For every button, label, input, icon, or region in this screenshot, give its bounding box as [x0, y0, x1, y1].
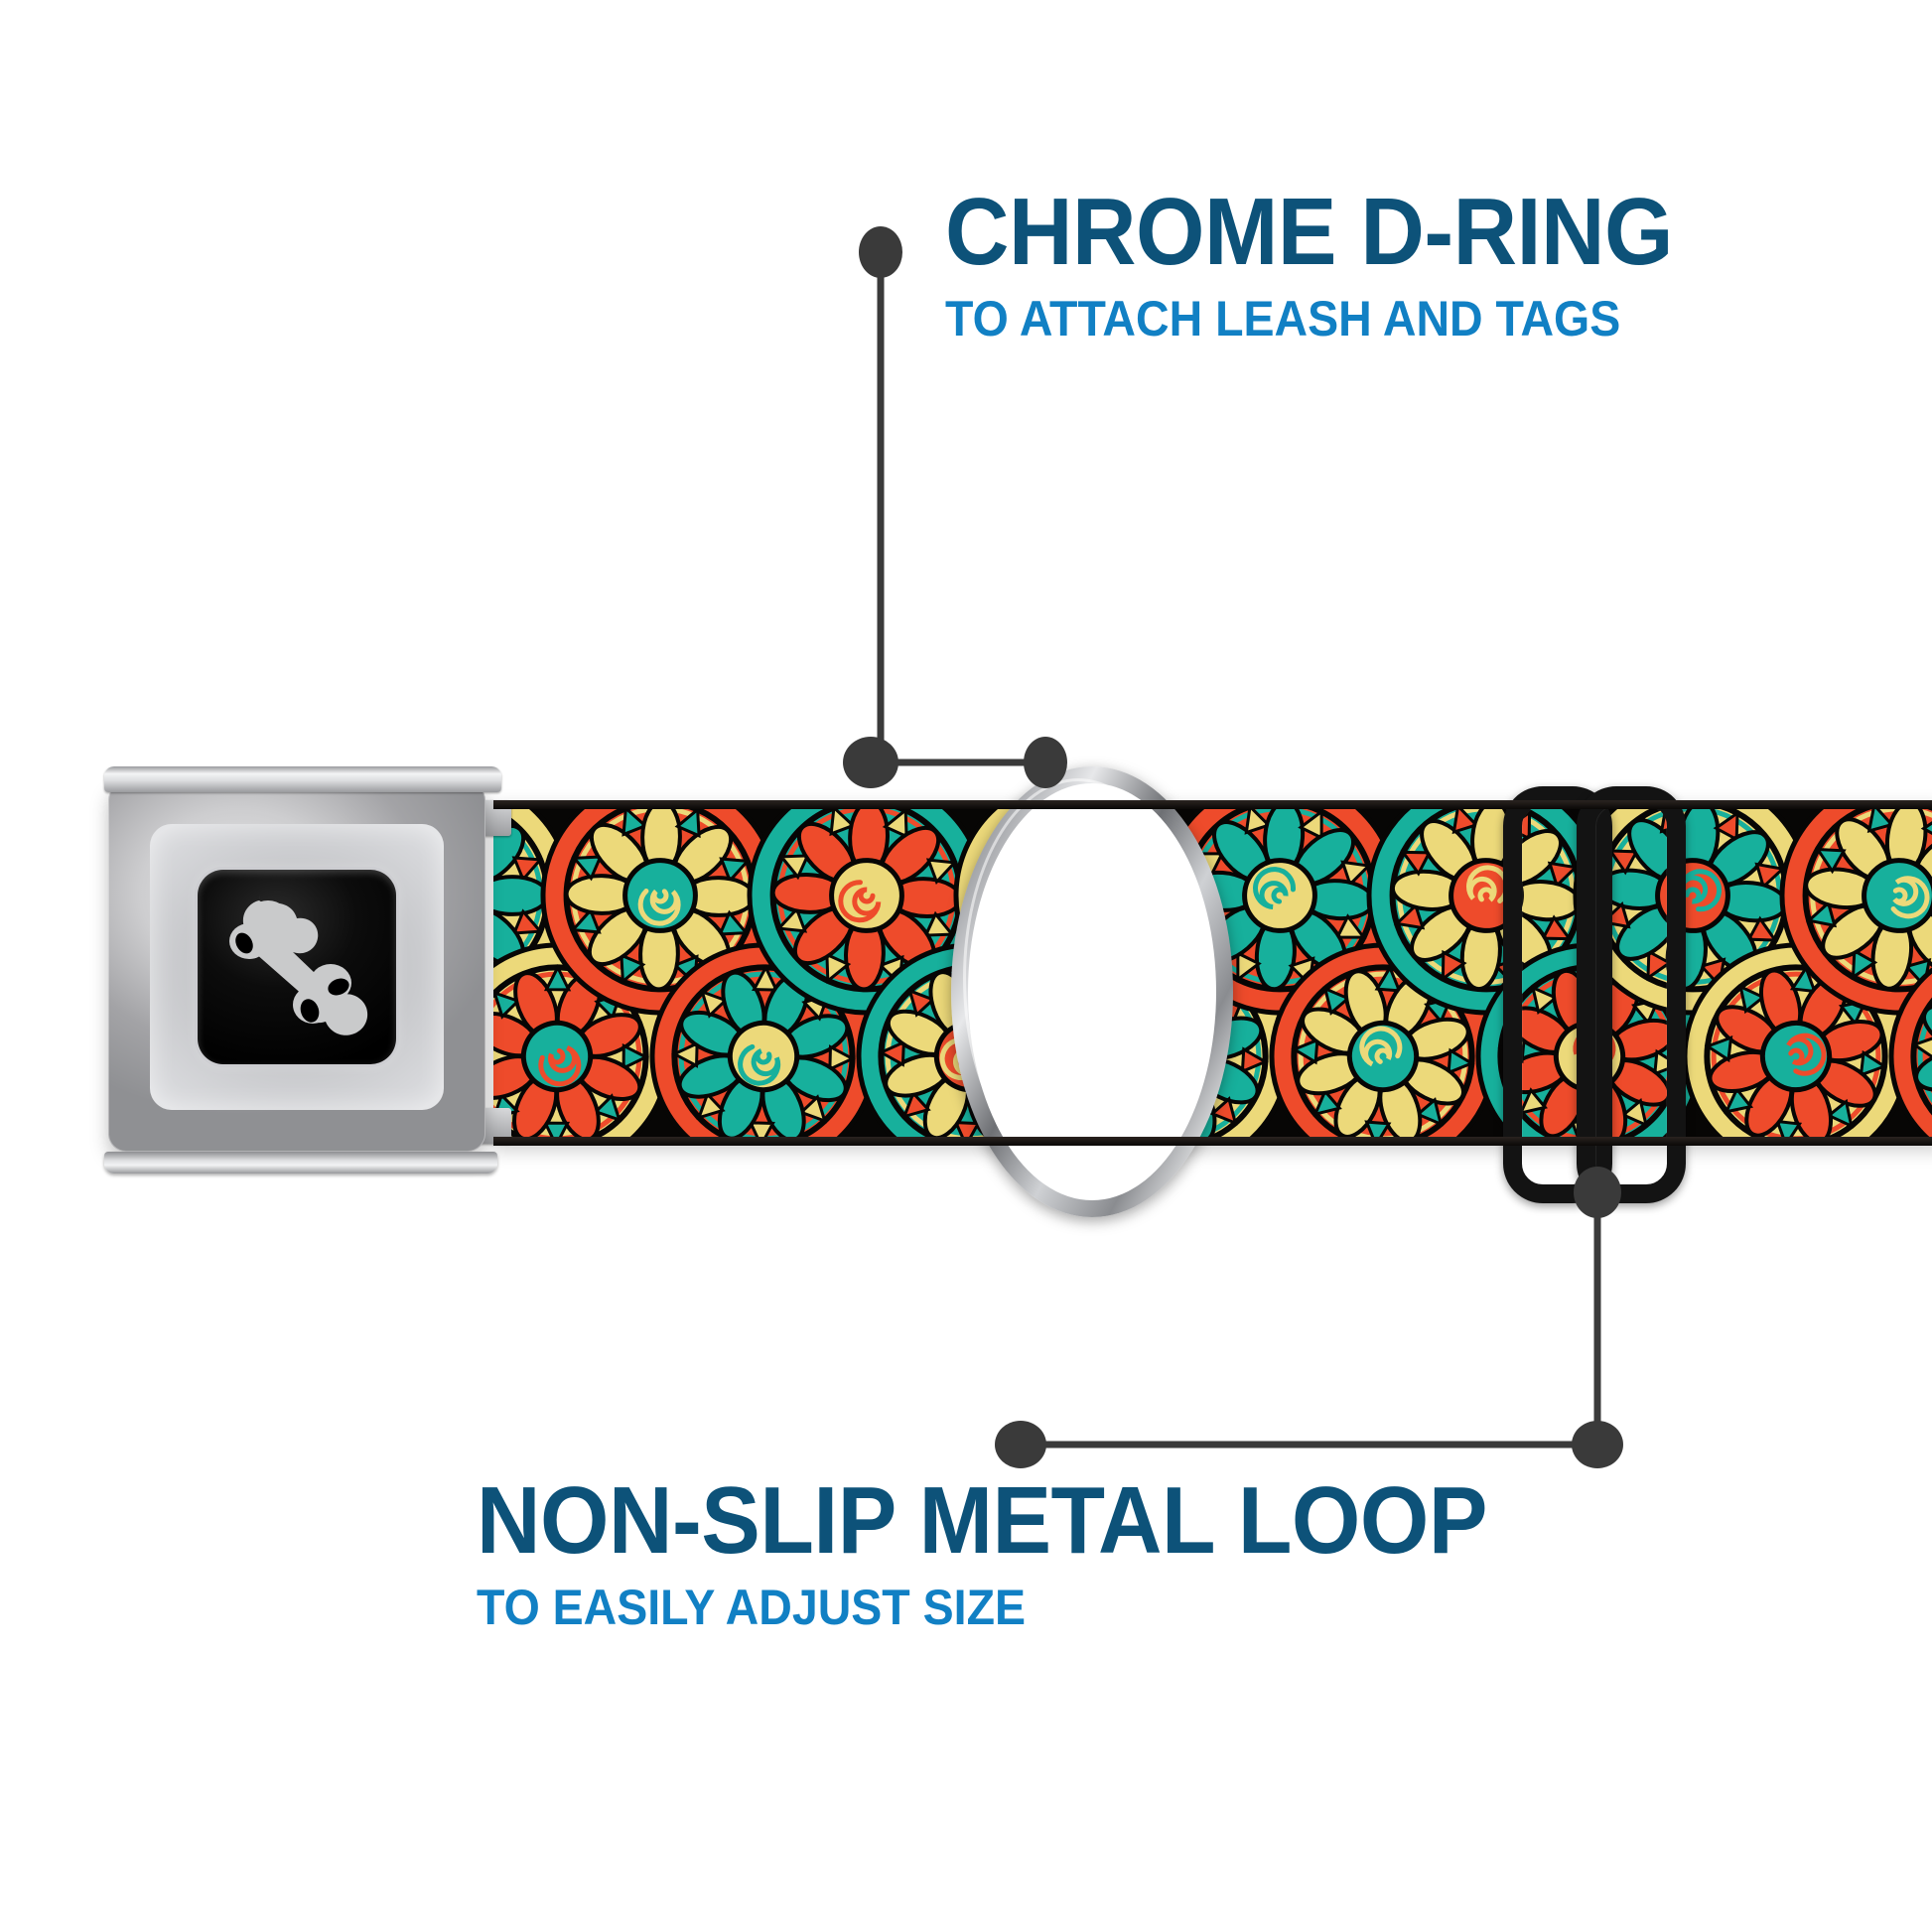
slider-loop[interactable]: [1503, 786, 1686, 1203]
d-ring[interactable]: [951, 766, 1216, 1200]
chrome-buckle[interactable]: [94, 760, 511, 1177]
callout-headline: CHROME D-RING: [945, 179, 1673, 285]
callout-subline: TO ATTACH LEASH AND TAGS: [945, 291, 1621, 346]
callout-chrome-d-ring: CHROME D-RING TO ATTACH LEASH AND TAGS: [945, 179, 1727, 346]
callout-non-slip-metal-loop: NON-SLIP METAL LOOP TO EASILY ADJUST SIZ…: [477, 1467, 1564, 1635]
strap-edge-bottom: [493, 1137, 1932, 1146]
buckle-rim-top: [104, 766, 501, 792]
bone-icon: [229, 895, 368, 1035]
strap-edge-top: [493, 800, 1932, 809]
buckle-rim-bottom: [104, 1152, 497, 1173]
buckle-emblem-plate: [198, 870, 396, 1064]
callout-subline: TO EASILY ADJUST SIZE: [477, 1580, 1026, 1635]
d-ring-band: [951, 766, 1233, 1217]
callout-headline: NON-SLIP METAL LOOP: [477, 1467, 1487, 1574]
